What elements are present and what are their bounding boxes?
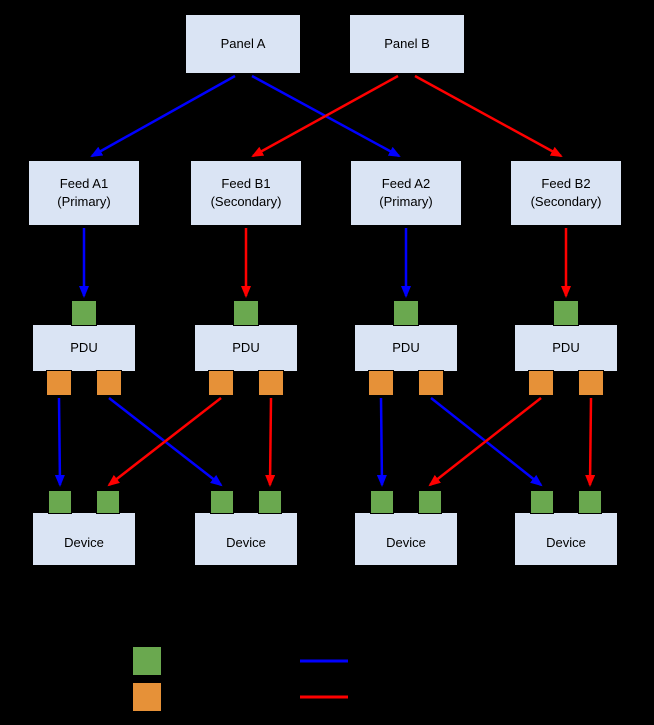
device-1-input-port-left (48, 490, 72, 514)
pdu-3-box: PDU (354, 324, 458, 372)
pdu-3-output-port-right (418, 370, 444, 396)
legend-green-swatch (132, 646, 162, 676)
device-3-box: Device (354, 512, 458, 566)
feed-a2-box: Feed A2 (Primary) (350, 160, 462, 226)
feed-b1-name: Feed B1 (221, 176, 271, 192)
feed-b2-name: Feed B2 (541, 176, 591, 192)
device-1-label: Device (64, 535, 104, 551)
pdu-2-box: PDU (194, 324, 298, 372)
pdu-3-label: PDU (392, 340, 420, 356)
device-3-input-port-right (418, 490, 442, 514)
pdu-2-input-port (233, 300, 259, 326)
device-2-label: Device (226, 535, 266, 551)
arrow-pdu4-to-device4 (585, 397, 596, 487)
pdu-4-input-port (553, 300, 579, 326)
panel-a-label: Panel A (220, 36, 266, 52)
feed-a2-role: (Primary) (379, 194, 433, 209)
device-4-box: Device (514, 512, 618, 566)
panel-b-box: Panel B (349, 14, 465, 74)
pdu-2-label: PDU (232, 340, 260, 356)
feed-b2-role: (Secondary) (530, 194, 602, 209)
device-4-input-port-right (578, 490, 602, 514)
pdu-1-output-port-right (96, 370, 122, 396)
device-2-input-port-right (258, 490, 282, 514)
feed-b1-box: Feed B1 (Secondary) (190, 160, 302, 226)
feed-b2-box: Feed B2 (Secondary) (510, 160, 622, 226)
device-2-box: Device (194, 512, 298, 566)
pdu-3-output-port-left (368, 370, 394, 396)
pdu-4-output-port-left (528, 370, 554, 396)
pdu-1-label: PDU (70, 340, 98, 356)
pdu-3-input-port (393, 300, 419, 326)
arrow-panel-b-to-feed-b2 (414, 74, 563, 158)
arrow-panel-b-to-feed-b1 (251, 74, 399, 158)
feed-a1-role: (Primary) (57, 194, 111, 209)
arrow-pdu1-to-device1 (54, 397, 65, 487)
pdu-1-box: PDU (32, 324, 136, 372)
device-1-box: Device (32, 512, 136, 566)
device-1-input-port-right (96, 490, 120, 514)
pdu-2-output-port-left (208, 370, 234, 396)
pdu-4-output-port-right (578, 370, 604, 396)
pdu-2-output-port-right (258, 370, 284, 396)
pdu-4-box: PDU (514, 324, 618, 372)
legend-orange-swatch (132, 682, 162, 712)
device-3-input-port-left (370, 490, 394, 514)
pdu-1-input-port (71, 300, 97, 326)
arrow-pdu2-to-device2 (265, 397, 276, 487)
device-3-label: Device (386, 535, 426, 551)
panel-b-label: Panel B (384, 36, 430, 52)
feed-a1-name: Feed A1 (59, 176, 109, 192)
feed-a1-box: Feed A1 (Primary) (28, 160, 140, 226)
device-2-input-port-left (210, 490, 234, 514)
panel-a-box: Panel A (185, 14, 301, 74)
arrow-pdu2-to-device1 (107, 397, 222, 487)
arrow-pdu3-to-device3 (376, 397, 387, 487)
device-4-input-port-left (530, 490, 554, 514)
pdu-4-label: PDU (552, 340, 580, 356)
feed-a2-name: Feed A2 (381, 176, 431, 192)
arrow-pdu4-to-device3 (428, 397, 542, 487)
pdu-1-output-port-left (46, 370, 72, 396)
arrow-panel-a-to-feed-a1 (90, 74, 236, 158)
feed-b1-role: (Secondary) (210, 194, 282, 209)
device-4-label: Device (546, 535, 586, 551)
